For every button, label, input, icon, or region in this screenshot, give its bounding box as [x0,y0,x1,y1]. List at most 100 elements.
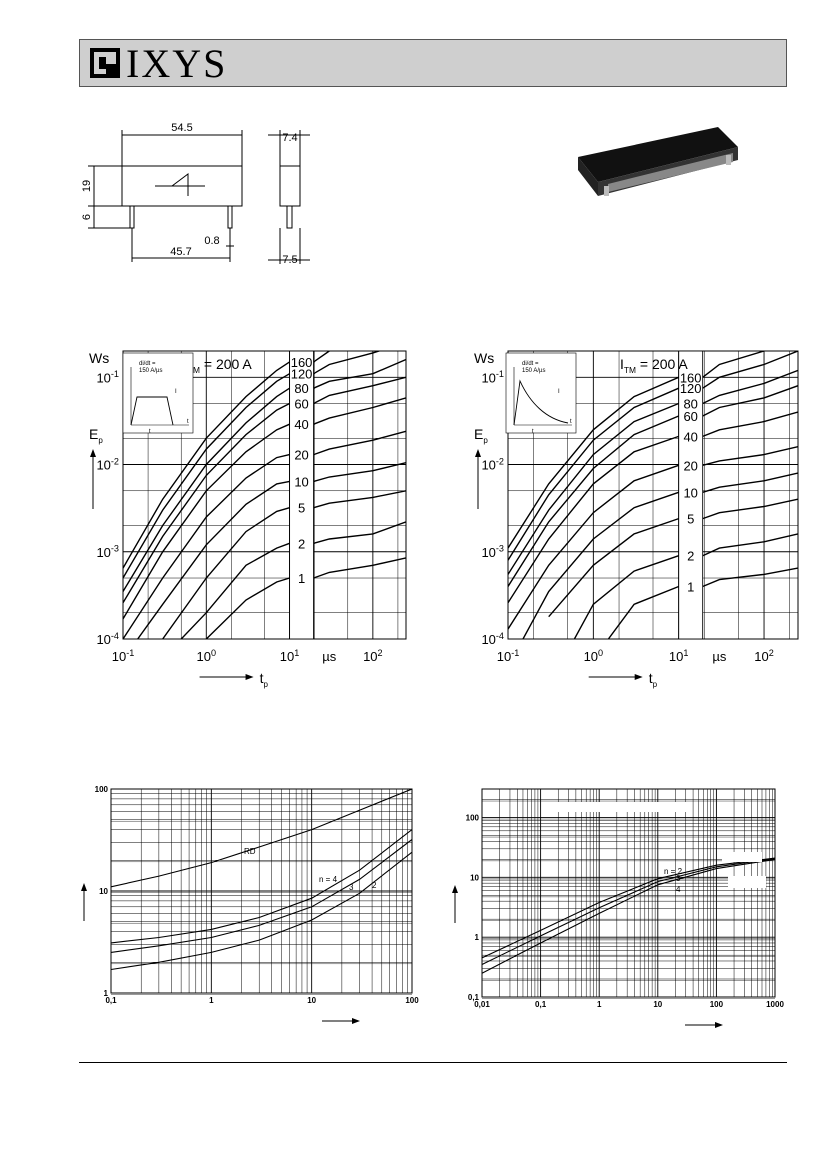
dim-body-height-label: 19 [81,180,93,192]
series-line [137,480,290,639]
x-tick-label: 101 [669,648,689,664]
chart-series [123,351,406,639]
series-label: 1 [298,571,305,586]
y-tick-label: 10-4 [481,631,504,647]
y-tick-label: 10-1 [481,369,504,385]
y-axis-label: Ep [474,426,488,445]
y-axis-label: Ep [89,426,103,445]
inset-t-label: t [570,419,572,425]
series-label: n = 4 [319,875,338,884]
x-tick-label: 10 [307,996,316,1005]
header-bar: IXYS [79,39,787,87]
inset-t-label: t [187,419,189,425]
series-line [111,829,412,944]
series-label: 2 [372,881,377,890]
series-label: RD [244,847,256,856]
y-tick-label: 10-2 [481,456,504,472]
series-label: 3 [349,883,354,892]
chart-grid [507,350,799,640]
current-annotation: ITM = 200 A [620,356,688,375]
series-line [702,567,798,588]
x-axis-label: tp [649,670,658,689]
x-tick-label: 10-1 [497,648,520,664]
x-tick-label: 1 [209,996,214,1005]
series-line [313,376,406,405]
ixys-logo-icon [90,48,120,78]
chart-grid [481,788,776,999]
series-line [482,858,775,974]
series-label: 80 [683,397,697,412]
series-line [313,351,333,363]
dim-pin-width-label: 0.8 [204,235,219,247]
series-line [702,533,798,557]
series-line [111,789,412,888]
x-tick-label: 100 [197,648,217,664]
y-tick-label: 10 [99,887,108,896]
series-line [313,521,406,544]
y-tick-label: 0,1 [468,993,480,1002]
series-line [180,542,290,639]
series-line [123,373,290,579]
y-tick-label: 10-4 [96,631,119,647]
y-tick-label: 10-3 [96,544,119,560]
series-label: 5 [298,501,305,516]
series-line [123,423,290,620]
inset-didt-label: di/dt = [522,361,539,367]
series-line [111,839,412,953]
series-line [123,402,290,604]
x-tick-label: 1 [597,1000,602,1009]
inset-tp-label: t [532,429,534,435]
series-label: 40 [683,429,697,444]
y-tick-label: 10 [470,873,479,882]
series-line [313,351,382,375]
dim-width-label: 54.5 [171,122,192,134]
dim-pin-height-label: 6 [81,214,93,220]
x-unit-label: µs [322,649,336,664]
y-tick-label: 10-2 [96,456,119,472]
x-tick-label: 0,1 [535,1000,547,1009]
series-label: 2 [298,536,305,551]
chart-series [508,351,798,639]
series-line [702,411,798,438]
blank-box [722,852,762,862]
x-tick-label: 100 [710,1000,724,1009]
series-line [702,369,798,405]
series-line [508,435,679,604]
x-tick-label: 102 [754,648,774,664]
series-line [508,415,679,587]
series-line [702,351,767,378]
series-line [702,351,798,389]
series-line [313,397,406,425]
series-label: 120 [291,367,313,382]
series-line [702,472,798,493]
y-unit-label: Ws [89,350,109,366]
series-line [482,858,775,965]
series-label: n = 2 [664,867,683,876]
series-line [702,498,798,520]
series-label: 80 [294,381,308,396]
series-label: 2 [687,549,694,564]
product-photo [578,127,738,196]
x-tick-label: 101 [280,648,300,664]
x-tick-label: 1000 [766,1000,784,1009]
chart-series [111,789,412,971]
inset-tp-label: t [149,429,151,435]
y-tick-label: 10-1 [96,369,119,385]
inset-rate-label: 150 A/µs [139,368,162,374]
series-line [313,557,406,579]
dimension-drawing: 54.5 45.7 0.8 7.4 7.5 19 6 [81,122,310,266]
series-label: 160 [291,355,313,370]
series-line [702,446,798,466]
dim-side-bottom-label: 7.5 [282,254,297,266]
x-tick-label: 100 [584,648,604,664]
series-line [313,430,406,456]
chart-series [482,857,775,974]
series-label: 4 [676,885,681,894]
series-line [205,577,290,639]
x-tick-label: 100 [405,996,419,1005]
y-tick-label: 10-3 [481,544,504,560]
